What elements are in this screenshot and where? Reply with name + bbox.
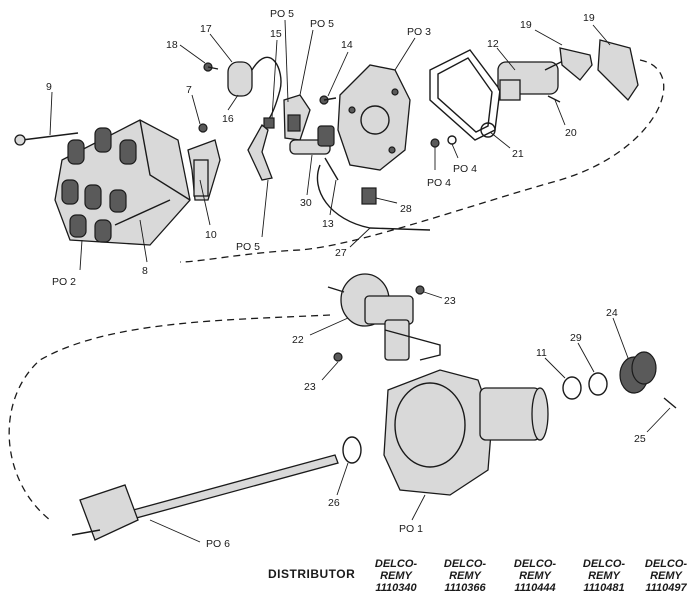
breaker-plate [337,64,411,171]
callout-po5-lower: PO 5 [236,241,260,253]
cam-lubricator-30 [289,125,335,155]
washer-26 [342,436,362,464]
callout-18: 18 [166,39,178,51]
callout-13: 13 [322,218,334,230]
callout-19-left: 19 [520,19,532,31]
callout-16: 16 [222,113,234,125]
callout-9: 9 [46,81,52,93]
vacuum-advance-22 [327,273,441,361]
model-caption-3: DELCO- REMY 1110444 [502,558,568,594]
model-number: 1110481 [583,582,625,594]
callout-po1: PO 1 [399,523,423,535]
callout-po6: PO 6 [206,538,230,550]
model-caption-5: DELCO- REMY 1110497 [633,558,699,594]
model-maker: DELCO- [582,558,626,570]
screw-23-upper [415,285,425,295]
callout-21: 21 [512,148,524,160]
rotor-10 [187,139,221,201]
screw-23-lower [333,352,343,362]
callout-26: 26 [328,497,340,509]
callout-14: 14 [341,39,353,51]
cap-screw-8 [114,199,171,226]
model-number: 1110340 [375,582,417,594]
model-number: 1110444 [514,582,556,594]
callout-23-lower: 23 [304,381,316,393]
model-line2: REMY [449,570,481,582]
model-number: 1110497 [645,582,687,594]
model-maker: DELCO- [374,558,418,570]
model-line2: REMY [380,570,412,582]
callout-20: 20 [565,127,577,139]
hold-down-bolt-9 [14,132,79,146]
gasket-21 [429,49,501,141]
callout-po4-right: PO 4 [453,163,477,175]
callout-23-upper: 23 [444,295,456,307]
plate-19 [559,39,639,102]
model-maker: DELCO- [644,558,688,570]
spring-20 [547,95,561,103]
callout-po4-left: PO 4 [427,177,451,189]
model-number: 1110366 [444,582,486,594]
distributor-housing [383,369,549,496]
callout-30: 30 [300,197,312,209]
condenser-17 [227,56,282,129]
model-line2: REMY [588,570,620,582]
washer-29 [588,372,608,396]
model-maker: DELCO- [513,558,557,570]
callout-28: 28 [400,203,412,215]
callout-27: 27 [335,247,347,259]
callout-24: 24 [606,307,618,319]
callout-10: 10 [205,229,217,241]
callout-15: 15 [270,28,282,40]
callout-29: 29 [570,332,582,344]
callout-19-right: 19 [583,12,595,24]
diagram-title: DISTRIBUTOR [268,567,356,581]
assembly-path-lower [8,314,331,521]
drive-gear-24 [619,351,657,394]
callout-po2: PO 2 [52,276,76,288]
weight-7 [198,123,208,133]
leader-lines [49,19,671,543]
model-caption-1: DELCO- REMY 1110340 [363,558,429,594]
model-maker: DELCO- [443,558,487,570]
model-caption-2: DELCO- REMY 1110366 [432,558,498,594]
screw-14 [319,95,337,105]
main-shaft [71,454,339,541]
housing-12 [497,59,566,101]
washer-11 [562,376,582,400]
assembly-path-upper [179,59,665,263]
callout-25: 25 [634,433,646,445]
callout-17: 17 [200,23,212,35]
callout-po5-top-right: PO 5 [310,18,334,30]
primary-wire-27 [316,164,431,231]
callout-12: 12 [487,38,499,50]
callout-22: 22 [292,334,304,346]
distributor-cap [54,119,191,246]
model-line2: REMY [650,570,682,582]
callout-11: 11 [536,347,547,359]
pin-25 [663,397,677,409]
callout-7: 7 [186,84,192,96]
callout-po3: PO 3 [407,26,431,38]
callout-8: 8 [142,265,148,277]
model-caption-4: DELCO- REMY 1110481 [571,558,637,594]
contact-point-set [247,94,311,181]
model-line2: REMY [519,570,551,582]
screw-18 [203,62,219,72]
ground-wire-13 [324,157,339,181]
callout-po5-top-left: PO 5 [270,8,294,20]
